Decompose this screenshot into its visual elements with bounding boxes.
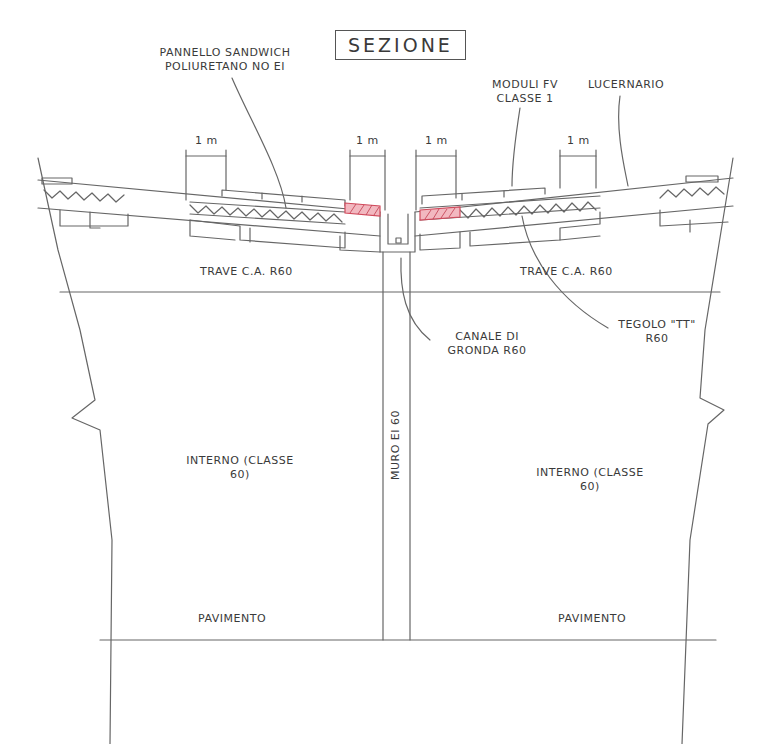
- dimension-label: 1 m: [356, 134, 379, 148]
- dimension-label: 1 m: [195, 134, 218, 148]
- element-label: TRAVE C.A. R60: [520, 265, 680, 279]
- element-label: TEGOLO "TT" R60: [612, 318, 702, 346]
- dimension-label: 1 m: [567, 134, 590, 148]
- wall-label: MURO EI 60: [389, 410, 403, 480]
- floor-label: PAVIMENTO: [198, 612, 318, 626]
- room-label: INTERNO (CLASSE 60): [180, 454, 300, 482]
- floor-label: PAVIMENTO: [558, 612, 678, 626]
- room-label: INTERNO (CLASSE 60): [530, 466, 650, 494]
- element-label: CANALE DI GRONDA R60: [432, 330, 542, 358]
- element-label: TRAVE C.A. R60: [200, 265, 360, 279]
- material-callout: LUCERNARIO: [588, 78, 688, 92]
- dimension-label: 1 m: [425, 134, 448, 148]
- material-callout: MODULI FV CLASSE 1: [480, 78, 570, 106]
- drawing-title: SEZIONE: [335, 30, 466, 60]
- material-callout: PANNELLO SANDWICH POLIURETANO NO EI: [150, 46, 300, 74]
